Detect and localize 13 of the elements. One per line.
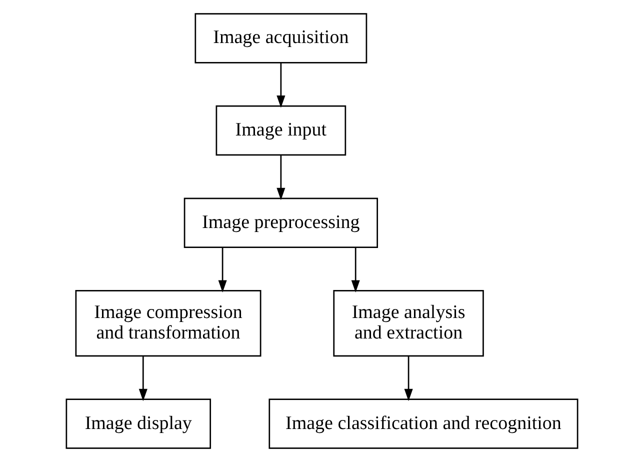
arrow (138, 356, 147, 402)
arrow (276, 155, 285, 200)
arrow (218, 248, 226, 292)
arrow (404, 356, 412, 402)
node-box: Image classification and recognition (268, 398, 578, 449)
node-box: Image display (65, 398, 211, 449)
arrow (350, 248, 360, 292)
node-box: Image acquisition (194, 13, 367, 64)
node-box: Image compression and transformation (74, 290, 261, 357)
node-box: Image input (215, 105, 346, 156)
node-box: Image analysis and extraction (332, 290, 484, 357)
node-box: Image preprocessing (183, 198, 378, 248)
arrow (276, 62, 285, 108)
